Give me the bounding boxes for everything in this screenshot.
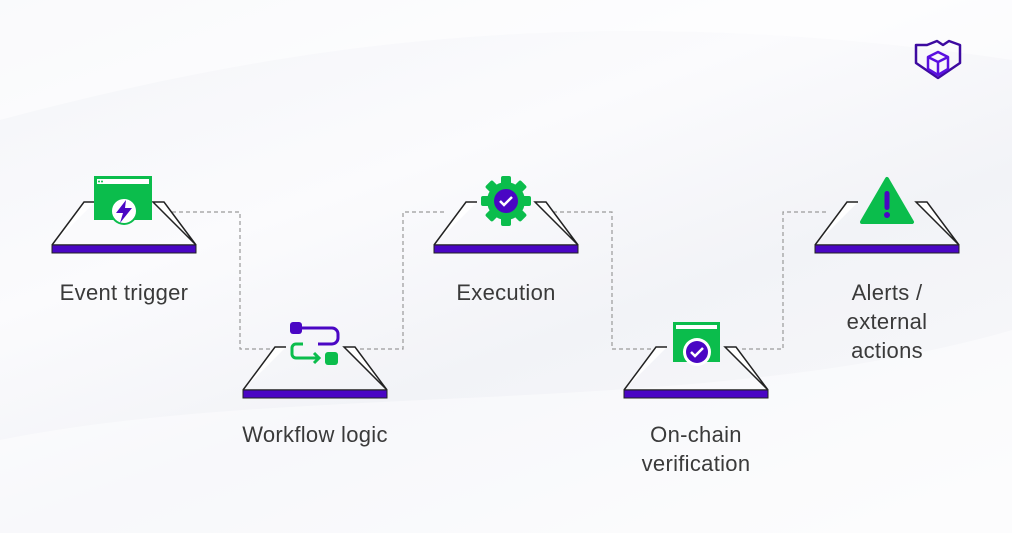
step-label-workflow-logic: Workflow logic <box>242 422 388 447</box>
dashed-connectors <box>172 211 826 350</box>
alert-triangle-icon <box>860 177 914 224</box>
brand-logo-icon <box>914 39 962 80</box>
step-label-alerts: Alerts / external actions <box>846 280 928 363</box>
window-check-icon <box>673 322 720 366</box>
step-label-execution: Execution <box>456 280 556 305</box>
workflow-icon <box>290 322 340 365</box>
gear-check-icon <box>481 176 531 226</box>
lightning-window-icon <box>94 176 152 225</box>
step-label-event-trigger: Event trigger <box>59 280 189 305</box>
step-label-on-chain-verification: On-chain verification <box>641 422 751 476</box>
